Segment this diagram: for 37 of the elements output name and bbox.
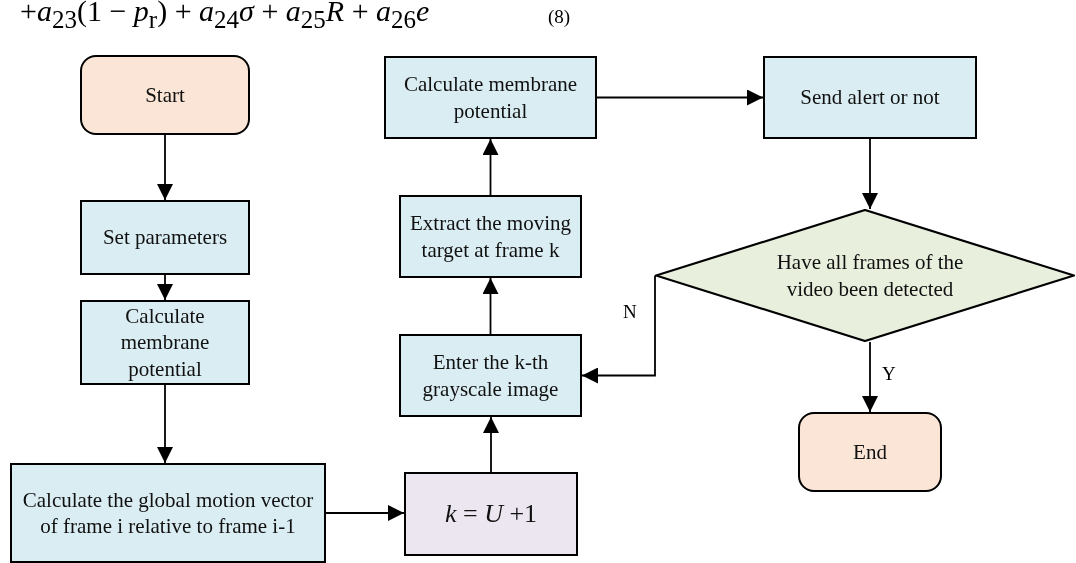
node-text: Send alert or not xyxy=(799,84,941,111)
process-box xyxy=(399,334,582,417)
process-box xyxy=(763,56,977,139)
formula-text: +a$_{23}$(1 − p$_{r}$) + a$_{24}$σ + a$_{25}$R + a$_{26}$e xyxy=(20,0,430,34)
node-text: Have all frames of the video been detected xyxy=(775,249,965,302)
edge-label: Y xyxy=(882,363,896,385)
node-text: Calculate membrane potential xyxy=(402,71,579,124)
arrow xyxy=(483,416,499,473)
node-text: Extract the moving target at frame k xyxy=(409,210,572,263)
process-box xyxy=(384,56,597,139)
process-box xyxy=(10,463,326,563)
formula-text: k = U +1 xyxy=(443,497,539,530)
arrow xyxy=(157,384,173,464)
node-text: Enter the k-th grayscale image xyxy=(421,349,560,402)
arrow xyxy=(862,341,878,413)
arrow xyxy=(862,138,878,210)
edge-label: N xyxy=(623,300,637,323)
node-text: Calculate the global motion vector of frame i relative to frame i-1 xyxy=(21,486,315,540)
node-text: Start xyxy=(144,81,186,109)
node-text: Set parameters xyxy=(101,224,229,251)
arrow xyxy=(482,277,499,335)
process-box xyxy=(80,200,250,275)
arrow xyxy=(581,274,656,384)
node-text: End xyxy=(852,438,888,466)
arrow xyxy=(596,89,764,106)
terminal-box xyxy=(798,412,942,492)
process-box xyxy=(399,195,582,278)
process-box xyxy=(80,300,250,385)
arrow xyxy=(157,134,173,201)
decision-diamond xyxy=(655,209,1075,342)
terminal-box xyxy=(80,55,250,135)
arrow xyxy=(325,505,405,521)
arrow xyxy=(157,274,173,301)
equation-number: (8) xyxy=(548,6,571,28)
node-text: Calculate membrane potential xyxy=(119,303,211,382)
arrow xyxy=(482,138,499,196)
formula-box xyxy=(404,472,578,556)
